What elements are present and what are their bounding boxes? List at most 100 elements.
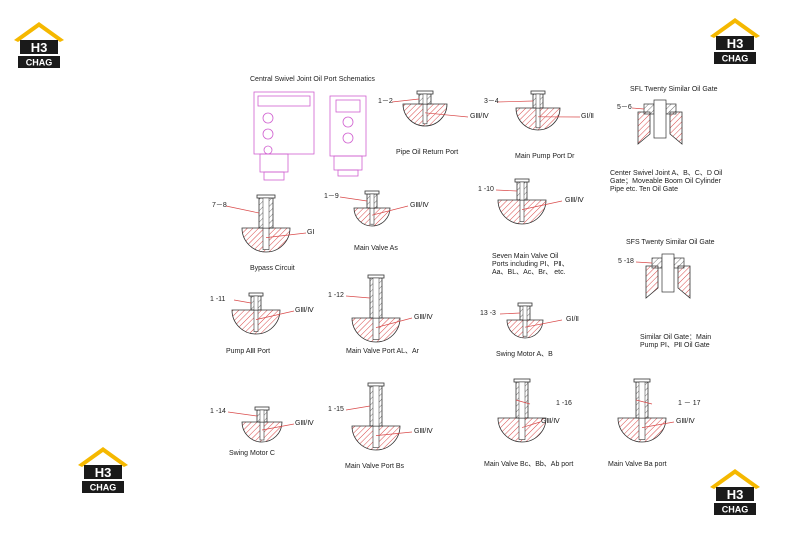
caption-5-6: SFL Twenty Similar Oil Gate: [630, 86, 718, 94]
fitting-1-11-bore: [254, 310, 258, 332]
callout-1-12: 1 -12: [328, 292, 344, 300]
logo-name-text: CHAG: [722, 54, 749, 64]
gate-5-18-flange-r: [674, 258, 684, 268]
callout-1-2: 1－2: [378, 98, 393, 106]
fitting-1-10: [496, 179, 562, 224]
fitting-1-12-nut: [368, 275, 384, 278]
swivel-joint-drawing: [254, 92, 366, 180]
note-center-swivel: Center Swivel Joint A、B、C、D Oil Gate；Mov…: [610, 170, 728, 194]
fitting-1-14-channel: [260, 410, 264, 422]
fitting-1-15-channel: [373, 386, 379, 426]
gate-5-6-right: [670, 112, 682, 144]
logo-name-text: CHAG: [90, 483, 117, 493]
logo-roof: [710, 469, 760, 489]
spec-1-12: GⅢ/Ⅳ: [414, 314, 433, 322]
logo-mark-text: H3: [95, 465, 112, 480]
caption-7-8: Bypass Circuit: [250, 265, 295, 273]
logo-name-text: CHAG: [26, 58, 53, 68]
fitting-1-9-nut: [365, 191, 379, 194]
fitting-1-15-bore: [373, 426, 379, 448]
fitting-1-16-nut: [514, 379, 530, 382]
caption-1-15: Main Valve Port Bs: [345, 463, 404, 471]
callout-13-3: 13 -3: [480, 310, 496, 318]
caption-5-18: SFS Twenty Similar Oil Gate: [626, 239, 715, 247]
callout-1-11: 1 -11: [210, 296, 225, 304]
fitting-1-10-callout-leader: [496, 190, 517, 191]
fitting-1-12-bore: [373, 318, 379, 340]
fitting-13-3-bore: [523, 320, 527, 336]
spec-1-15: GⅢ/Ⅳ: [414, 428, 433, 436]
gate-5-18-bore: [662, 254, 674, 292]
logo-mark-text: H3: [31, 40, 48, 55]
swivel-side-body: [330, 96, 366, 156]
callout-3-4: 3－4: [484, 98, 499, 106]
fitting-1-14-callout-leader: [228, 412, 257, 416]
logo-roof: [78, 447, 128, 467]
fitting-1-10-channel: [520, 182, 524, 200]
fitting-1-15-nut: [368, 383, 384, 386]
fitting-3-4: [497, 91, 580, 130]
spec-7-8: GⅠ: [307, 229, 315, 237]
callout-1-9: 1－9: [324, 193, 339, 201]
fitting-1-11-channel: [254, 296, 258, 310]
fitting-1-14-bore: [260, 422, 264, 440]
swivel-port-1: [263, 113, 273, 123]
fitting-3-4-callout-leader: [497, 101, 533, 102]
fitting-1-12-channel: [373, 278, 379, 318]
gate-5-18-left: [646, 266, 658, 298]
fitting-13-3-channel: [523, 306, 527, 320]
caption-1-2: Pipe Oil Return Port: [396, 149, 458, 157]
fitting-3-4-nut: [531, 91, 545, 94]
spec-1-2: GⅢ/Ⅳ: [470, 113, 489, 121]
fitting-1-17-channel: [639, 382, 645, 418]
swivel-front-body: [254, 92, 314, 154]
gate-5-6-left: [638, 112, 650, 144]
spec-1-14: GⅢ/Ⅳ: [295, 420, 314, 428]
logo-roof: [710, 18, 760, 38]
gate-5-18-flange-l: [652, 258, 662, 268]
swivel-side-base: [338, 170, 358, 176]
fitting-1-9-bore: [370, 208, 374, 224]
fitting-1-11: [232, 293, 294, 334]
fitting-1-9: [340, 191, 408, 226]
swivel-side-lower: [334, 156, 362, 170]
gate-5-18: [636, 254, 690, 298]
fitting-3-4-channel: [536, 94, 540, 108]
fitting-1-2-callout-leader: [392, 99, 419, 102]
gate-5-6-flange-l: [644, 104, 654, 114]
callout-5-6: 5－6: [617, 104, 632, 112]
caption-1-9: Main Valve As: [354, 245, 398, 253]
fitting-7-8-channel: [263, 198, 269, 228]
logo-mark-text: H3: [727, 487, 744, 502]
swivel-front-lower: [260, 154, 288, 172]
caption-13-3: Swing Motor A、B: [496, 351, 553, 359]
spec-1-11: GⅢ/Ⅳ: [295, 307, 314, 315]
gate-5-6: [632, 100, 682, 144]
swivel-side-port-2: [343, 133, 353, 143]
fitting-7-8-nut: [257, 195, 275, 198]
fitting-13-3: [500, 303, 562, 338]
spec-1-16: GⅢ/Ⅳ: [541, 418, 560, 426]
logo-mark-text: H3: [727, 36, 744, 51]
gate-5-6-callout-leader: [632, 108, 644, 109]
fitting-1-16: [498, 379, 546, 442]
fitting-1-2-bore: [423, 104, 427, 124]
spec-1-17: GⅢ/Ⅳ: [676, 418, 695, 426]
spec-1-10: GⅢ/Ⅳ: [565, 197, 584, 205]
gate-5-18-right: [678, 266, 690, 298]
fitting-1-12-callout-leader: [346, 296, 370, 298]
fitting-1-2-nut: [417, 91, 433, 94]
fitting-1-15-callout-leader: [346, 406, 370, 410]
fitting-1-2: [392, 91, 468, 126]
fitting-13-3-callout-leader: [500, 313, 520, 314]
fitting-7-8-bore: [263, 228, 269, 250]
fitting-1-14: [228, 407, 294, 442]
